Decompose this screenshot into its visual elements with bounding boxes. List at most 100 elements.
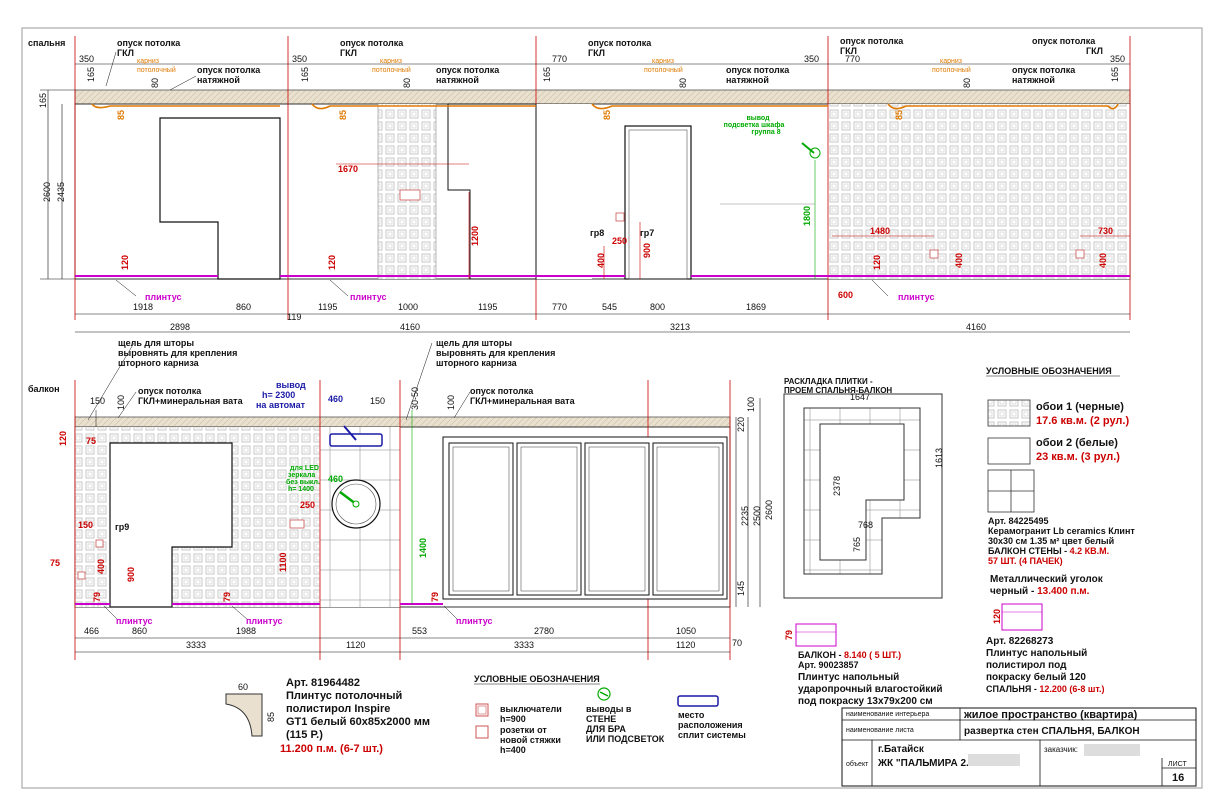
balcony-plinth-swatch — [795, 623, 837, 647]
label-gkl: ГКЛ — [840, 46, 857, 56]
balcony-plinth-desc-1: Плинтус напольный — [798, 672, 899, 683]
legend-outlet: выводы в — [586, 704, 632, 714]
dim-1869: 1869 — [746, 302, 766, 312]
label-cornice: карниз — [380, 58, 402, 65]
dim-120: 120 — [58, 431, 68, 446]
switch-icon — [615, 212, 625, 222]
stamp-interior-label: наименование интерьера — [846, 711, 929, 718]
label-stretch-ceiling-2: натяжной — [726, 75, 769, 85]
ceiling-plinth-legend: 60 85 Арт. 81964482 Плинтус потолочный п… — [225, 677, 430, 755]
ceiling-plinth-price: (115 Р.) — [286, 729, 323, 741]
label-cornice-2: потолочный — [932, 66, 971, 74]
dim-4160: 4160 — [966, 322, 986, 332]
window-opening — [159, 117, 281, 280]
dim-765: 765 — [852, 537, 862, 552]
legend-outlet-3: ДЛЯ БРА — [586, 724, 626, 734]
dim-1120: 1120 — [346, 640, 365, 650]
label-stretch-ceiling-2: натяжной — [197, 75, 240, 85]
ceiling-plinth-height: 85 — [266, 712, 276, 722]
dim-120: 120 — [120, 255, 130, 270]
balcony-door-panel — [652, 442, 724, 596]
label-gr8: гр8 — [590, 228, 604, 238]
tile-art: Арт. 84225495 — [988, 516, 1049, 526]
label-ceiling-drop: опуск потолка — [138, 386, 202, 396]
dim-350: 350 — [79, 54, 94, 64]
label-ceiling-wool: ГКЛ+минеральная вата — [470, 396, 576, 406]
label-curtain-cornice: шторного карниза — [436, 358, 518, 368]
plinth-desc-4: СПАЛЬНЯ - 12.200 (6-8 шт.) — [986, 684, 1104, 694]
label-gr9: гр9 — [115, 522, 129, 532]
legend-title: УСЛОВНЫЕ ОБОЗНАЧЕНИЯ — [986, 366, 1112, 376]
dim-165: 165 — [1110, 67, 1120, 82]
dim-2780: 2780 — [534, 626, 554, 636]
plinth-desc-1: Плинтус напольный — [986, 648, 1087, 659]
legend2-title: УСЛОВНЫЕ ОБОЗНАЧЕНИЯ — [474, 674, 600, 684]
label-gkl: ГКЛ — [117, 48, 134, 58]
ceiling-plinth-desc-1: Плинтус потолочный — [286, 690, 402, 702]
dim-165: 165 — [38, 93, 48, 108]
label-gr7: гр7 — [640, 228, 654, 238]
dim-900: 900 — [642, 243, 652, 258]
label-cornice-2: потолочный — [372, 66, 411, 74]
label-curtain-slot: щель для шторы — [118, 338, 194, 348]
dim-75: 75 — [50, 558, 60, 568]
label-baseboard: плинтус — [456, 616, 493, 626]
label-baseboard: плинтус — [246, 616, 283, 626]
wallpaper-2-swatch — [987, 437, 1031, 465]
dim-900: 900 — [126, 567, 136, 582]
legend-ac-2: расположения — [678, 720, 743, 730]
plinth-height: 120 — [992, 609, 1002, 624]
ceiling-plinth-profile — [225, 693, 263, 737]
dim-165: 165 — [300, 67, 310, 82]
dim-1200: 1200 — [470, 226, 480, 246]
dim-770: 770 — [845, 54, 860, 64]
dim-3333: 3333 — [514, 640, 534, 650]
label-curtain-align: выровнять для крепления — [436, 348, 555, 358]
redacted-block — [1084, 744, 1140, 756]
dim-545: 545 — [602, 302, 617, 312]
dim-800: 800 — [650, 302, 665, 312]
dim-730: 730 — [1098, 226, 1113, 236]
label-ceiling-wool: ГКЛ+минеральная вата — [138, 396, 244, 406]
dim-600: 600 — [838, 290, 853, 300]
stamp-object-city: г.Батайск — [878, 744, 925, 755]
label-stretch-ceiling: опуск потолка — [197, 65, 261, 75]
dim-100: 100 — [746, 397, 756, 412]
dim-2435: 2435 — [56, 182, 66, 202]
dim-860: 860 — [132, 626, 147, 636]
stamp-sheet-no: 16 — [1172, 772, 1184, 784]
dim-2500: 2500 — [752, 506, 762, 526]
dim-150: 150 — [370, 396, 385, 406]
legend-outlet-2: СТЕНЕ — [586, 714, 616, 724]
bedroom-elevation: спальня — [28, 36, 1131, 333]
label-baseboard: плинтус — [898, 292, 935, 302]
dim-75: 75 — [86, 436, 96, 446]
stamp-sheet-value: развертка стен СПАЛЬНЯ, БАЛКОН — [964, 726, 1140, 737]
stamp-sheet-no-label: ЛИСТ — [1168, 761, 1187, 768]
tile-desc-3: БАЛКОН СТЕНЫ - 4.2 КВ.М. — [988, 546, 1109, 556]
dim-2600: 2600 — [42, 182, 52, 202]
socket-icon — [1075, 249, 1085, 259]
tile-desc-2: 30x30 см 1.35 м² цвет белый — [988, 536, 1114, 546]
legend-outlet-4: ИЛИ ПОДСВЕТОК — [586, 734, 665, 744]
stamp-sheet-label: наименование листа — [846, 727, 914, 734]
balcony-plinth-legend: 79 БАЛКОН - 8.140 ( 5 ШТ.) Арт. 90023857… — [784, 623, 943, 707]
dim-79: 79 — [430, 592, 440, 602]
dim-80: 80 — [402, 78, 412, 88]
plinth-desc-3: покраску белый 120 — [986, 671, 1086, 683]
dim-1400: 1400 — [418, 538, 428, 558]
label-baseboard: плинтус — [350, 292, 387, 302]
label-baseboard: плинтус — [145, 292, 182, 302]
dim-80: 80 — [678, 78, 688, 88]
legend-switch: выключатели — [500, 704, 562, 714]
dim-460: 460 — [328, 394, 343, 404]
dim-860: 860 — [236, 302, 251, 312]
dim-2898: 2898 — [170, 322, 190, 332]
dim-400: 400 — [96, 559, 106, 574]
tile-plan-subtitle: ПРОЕМ СПАЛЬНЯ-БАЛКОН — [784, 386, 892, 395]
label-curtain-cornice: шторного карниза — [118, 358, 200, 368]
room-label-balcony: балкон — [28, 384, 60, 394]
dim-3333: 3333 — [186, 640, 206, 650]
label-stretch-ceiling: опуск потолка — [1012, 65, 1076, 75]
label-ceiling-drop-gkl: опуск потолка — [1032, 36, 1096, 46]
